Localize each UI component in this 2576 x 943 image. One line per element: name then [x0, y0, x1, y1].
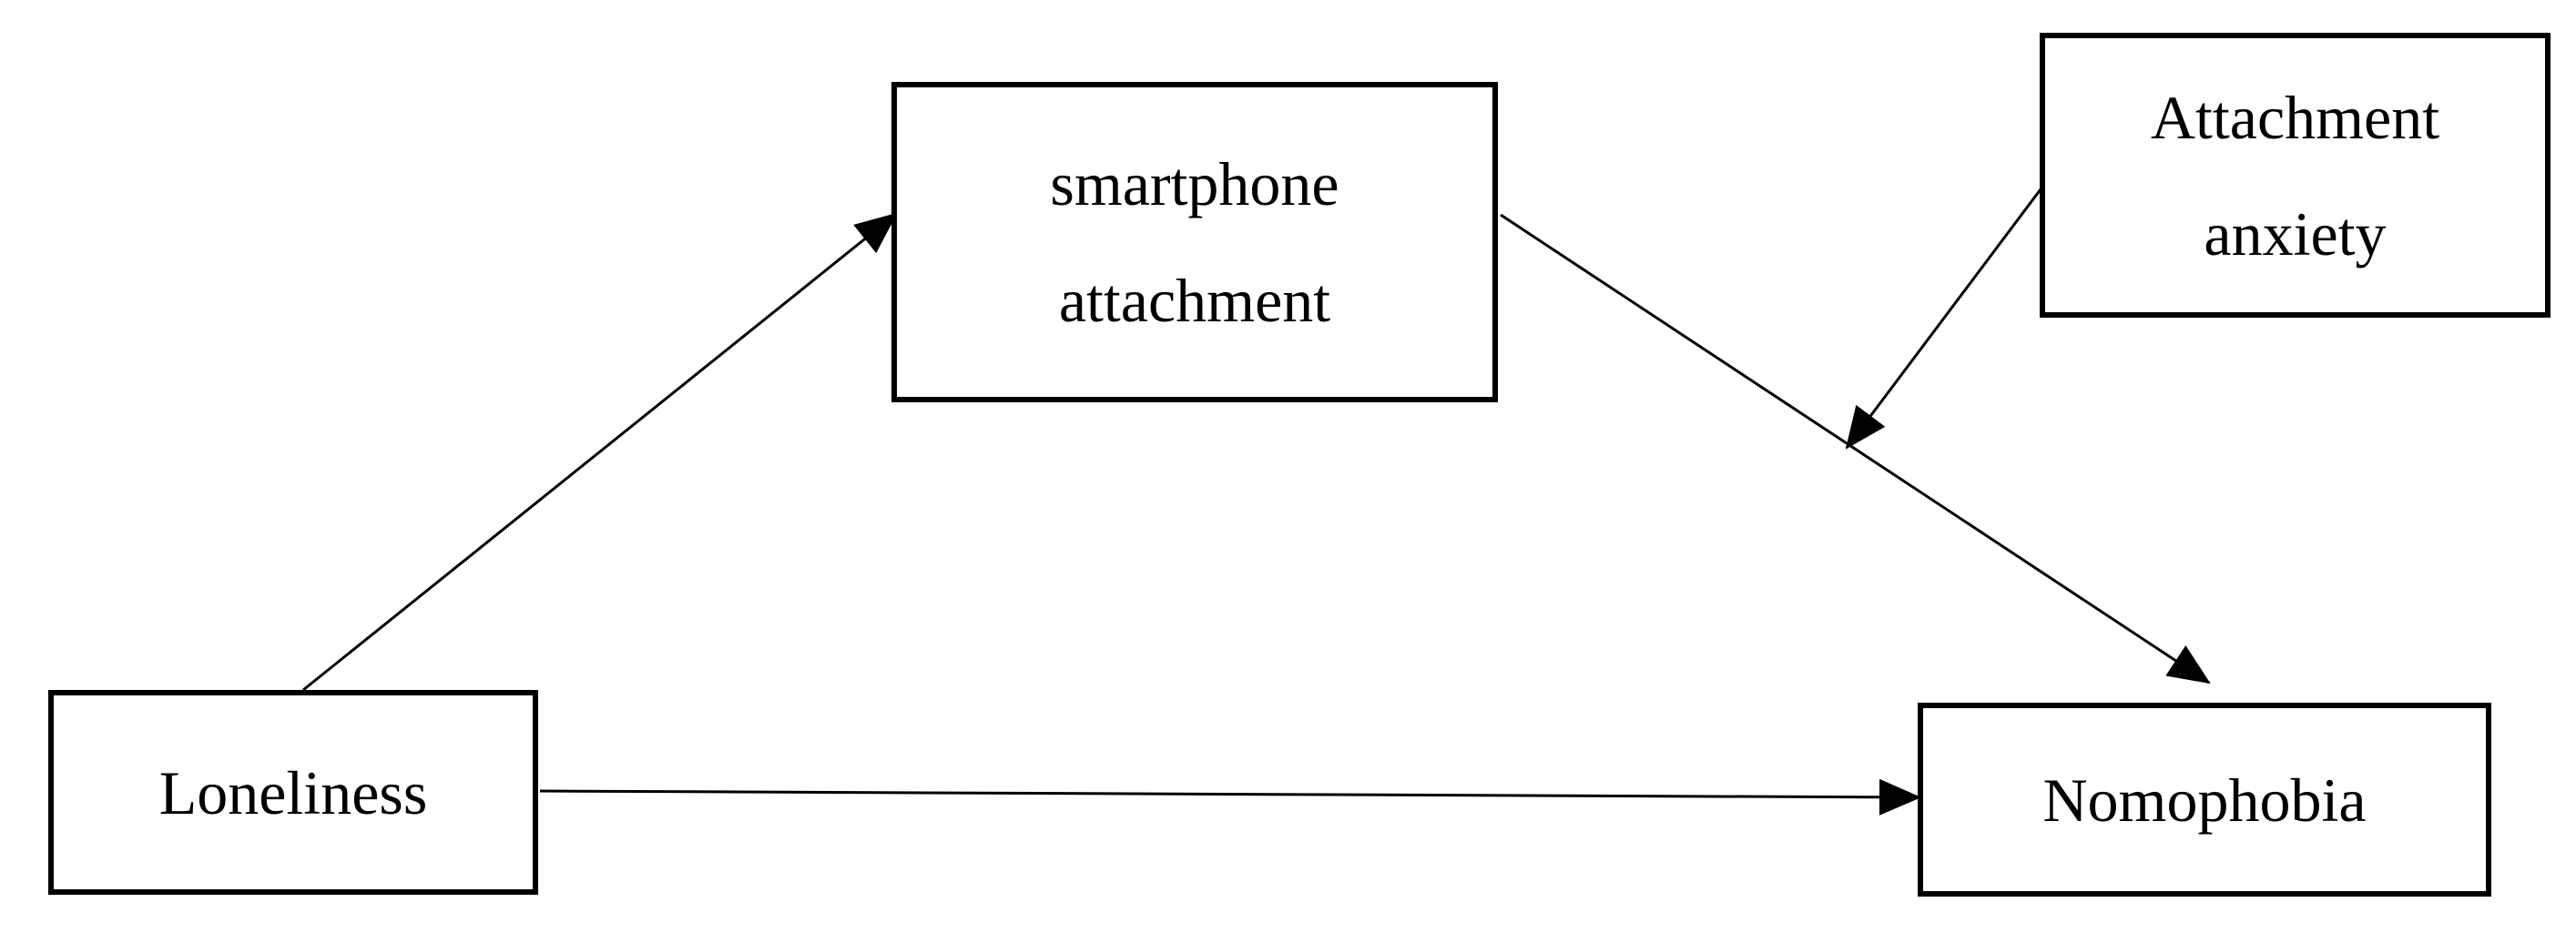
node-label-nomophobia: Nomophobia: [2042, 765, 2367, 835]
node-label-loneliness: Loneliness: [158, 757, 428, 827]
arrow-loneliness-to-smartphone-attachment: [302, 212, 898, 692]
node-label-attachment-anxiety: Attachment anxiety: [2150, 82, 2440, 269]
node-label-smartphone-attachment: smartphone attachment: [1050, 149, 1339, 335]
node-attachment-anxiety: Attachment anxiety: [2040, 33, 2551, 318]
arrow-attachment-anxiety-moderation: [1845, 177, 2051, 450]
node-smartphone-attachment: smartphone attachment: [891, 82, 1498, 402]
node-nomophobia: Nomophobia: [1918, 703, 2491, 897]
arrow-loneliness-to-nomophobia: [539, 778, 1921, 816]
node-loneliness: Loneliness: [48, 690, 538, 895]
